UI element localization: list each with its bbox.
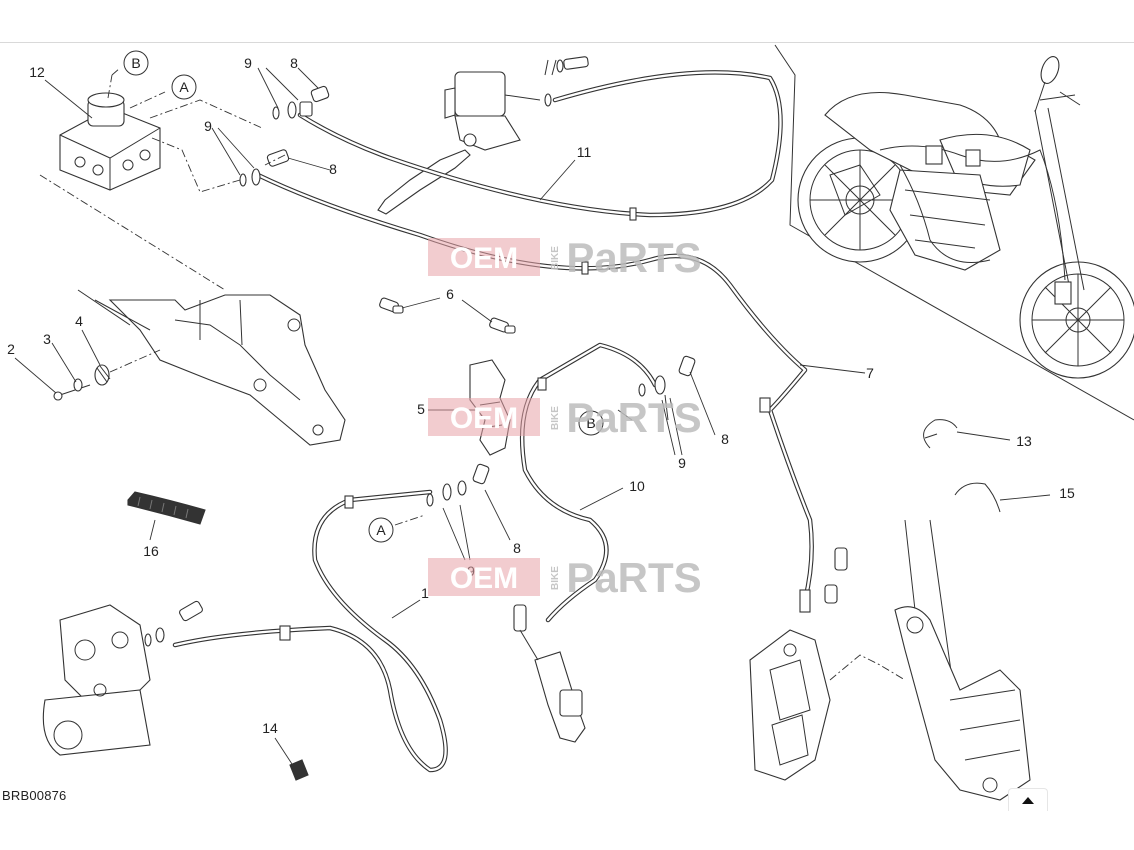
rear-caliper [42,604,151,756]
svg-text:A: A [179,79,189,95]
ref-9-c: 9 [678,455,686,471]
cap [289,759,309,781]
watermark-3: OEM BIKE PaRTS [428,554,702,601]
front-caliper-fork [749,519,1031,801]
bolt-washer-damper [53,349,161,401]
rear-caliper-banjo [144,600,203,647]
ref-9-a: 9 [244,55,252,71]
reference-numbers: 1 2 3 4 5 6 7 8 8 8 8 9 9 9 9 10 11 12 1… [7,55,1075,736]
scroll-to-top-button[interactable] [1008,788,1048,811]
ref-12: 12 [29,64,45,80]
ref-8-a: 8 [290,55,298,71]
ref-15: 15 [1059,485,1075,501]
abs-link-line-a [149,99,263,129]
hose-clips [379,297,516,334]
ref-8-c: 8 [721,431,729,447]
abs-module [44,79,161,191]
svg-text:A: A [376,522,386,538]
ref-1: 1 [421,585,429,601]
clip-13 [923,419,958,449]
ref-10: 10 [629,478,645,494]
svg-text:OEM: OEM [450,562,518,595]
ref-8-d: 8 [513,540,521,556]
ref-9-b: 9 [204,118,212,134]
ref-14: 14 [262,720,278,736]
ref-11: 11 [577,144,592,160]
chevron-up-icon [1022,797,1034,804]
svg-text:PaRTS: PaRTS [566,234,701,281]
watermark-1: OEM BIKE PaRTS [428,234,702,281]
svg-text:OEM: OEM [450,402,518,435]
drawing-code: BRB00876 [2,788,67,803]
callout-b-top: B [123,50,149,76]
callout-a-mid: A [368,514,426,543]
leader-lines [14,67,1051,765]
ref-3: 3 [43,331,51,347]
ref-2: 2 [7,341,15,357]
hose-sleeve [127,491,206,525]
top-divider [0,42,1134,43]
svg-text:BIKE: BIKE [550,406,561,430]
rear-master-fittings [638,355,696,421]
master-banjo-fittings [544,56,589,107]
svg-text:BIKE: BIKE [550,566,561,590]
ref-8-b: 8 [329,161,337,177]
callout-b-mid: B [578,410,604,436]
abs-banjo-fittings [239,85,330,187]
rear-master-cylinder [513,604,586,743]
watermark-2: OEM BIKE PaRTS [428,394,702,441]
svg-text:PaRTS: PaRTS [566,554,701,601]
ref-7: 7 [866,365,874,381]
abs-link-line [39,174,226,291]
ref-6: 6 [446,286,454,302]
motorcycle-overview [774,44,1134,421]
svg-text:OEM: OEM [450,242,518,275]
abs-arrow-a [129,91,166,109]
svg-text:PaRTS: PaRTS [566,394,701,441]
ref-16: 16 [143,543,159,559]
callout-a-top: A [171,74,197,100]
rear-hose-fittings [426,463,490,507]
abs-arrow-b [107,67,121,99]
svg-text:B: B [586,415,595,431]
abs-link-line-b [151,137,241,193]
brake-hoses [172,70,814,773]
svg-text:B: B [131,55,140,71]
ref-4: 4 [75,313,83,329]
abs-bracket [77,289,346,446]
clip-15 [954,482,1001,513]
svg-text:BIKE: BIKE [550,246,561,270]
ref-5: 5 [417,401,425,417]
ref-13: 13 [1016,433,1032,449]
